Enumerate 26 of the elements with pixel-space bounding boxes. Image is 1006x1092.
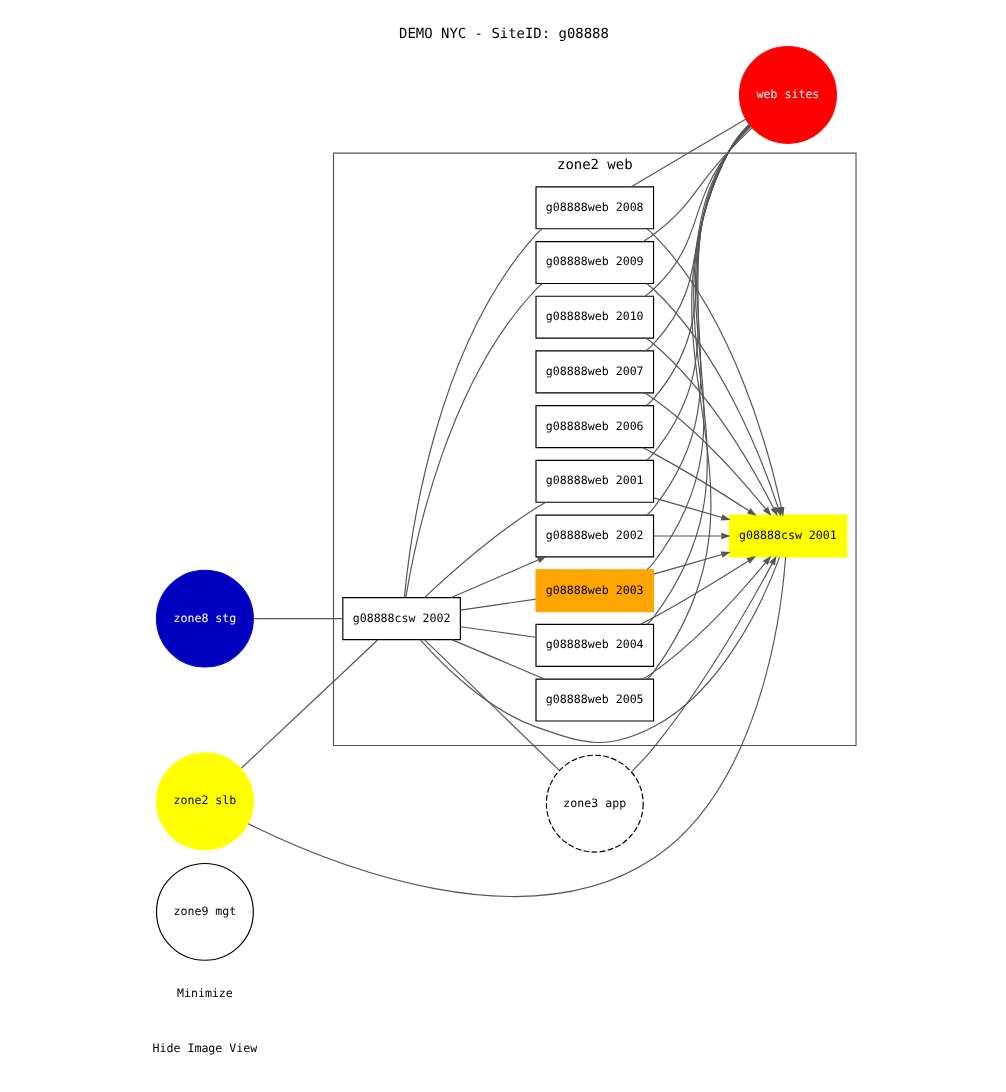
connector (423, 639, 559, 771)
arrow (640, 447, 756, 516)
arrow (652, 551, 730, 575)
arrow (643, 392, 771, 516)
connector (246, 556, 786, 898)
connector (450, 639, 544, 680)
arrow (644, 337, 777, 517)
connector (422, 501, 546, 599)
connector (643, 126, 751, 297)
connector (629, 118, 746, 188)
arrow (652, 497, 730, 521)
connector (404, 282, 543, 599)
arrow (652, 532, 730, 540)
connector (458, 626, 536, 638)
connector (418, 556, 780, 744)
arrow (638, 556, 755, 625)
connector (458, 598, 536, 611)
connector (645, 124, 750, 406)
connector (252, 618, 343, 620)
arrow (630, 555, 776, 773)
connector (239, 639, 378, 769)
arrow (449, 556, 546, 599)
arrow (641, 555, 771, 680)
connector (402, 228, 542, 598)
connector (644, 125, 750, 352)
connector (641, 127, 752, 242)
